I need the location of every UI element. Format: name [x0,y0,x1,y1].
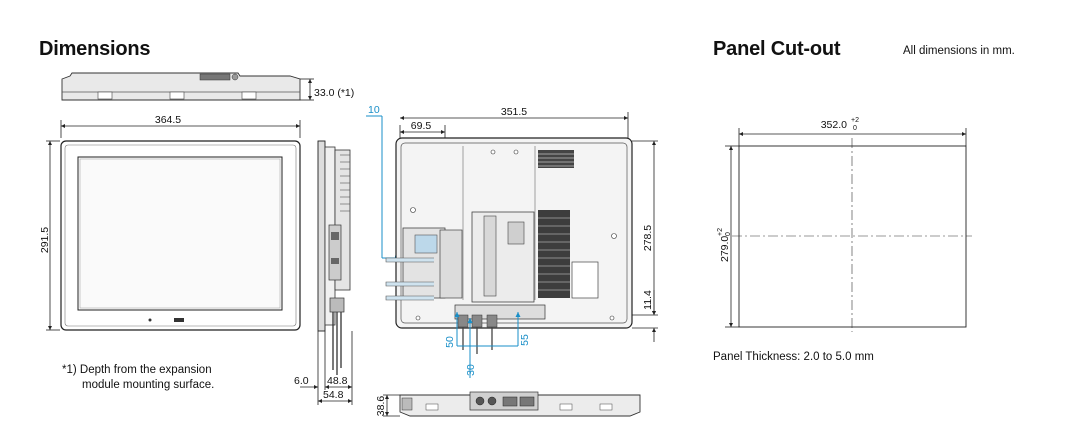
bottom-depth-label: 38.6 [375,396,387,417]
dimensions-heading: Dimensions [39,38,151,60]
rear-view [366,112,658,378]
units-note: All dimensions in mm. [903,45,1015,57]
cutout-width-tol-top: +2 [851,117,859,124]
cutout-height-tol-top: +2 [717,228,724,236]
conn-50-label: 50 [444,336,456,348]
cutout-width-tol-bottom: 0 [853,125,857,132]
rear-height-label: 278.5 [642,225,654,251]
bottom-view [383,391,641,417]
panel-thickness-note: Panel Thickness: 2.0 to 5.0 mm [713,351,874,363]
front-view [46,120,301,331]
footnote-line1: *1) Depth from the expansion [62,364,212,376]
cutout-height-label: 279.0 [719,236,731,262]
side-48-label: 48.8 [327,375,348,387]
depth-note-label: 33.0 (*1) [314,87,354,99]
cutout-height-tol-bottom: 0 [725,232,732,236]
conn-55-label: 55 [519,334,531,346]
rear-bottom-label: 11.4 [642,290,654,310]
front-height-label: 291.5 [39,227,51,253]
panel-cutout-drawing [725,128,972,332]
side-view [300,140,353,405]
conn-30-label: 30 [465,364,477,376]
rear-offset-label: 69.5 [411,120,432,132]
top-view [61,72,314,101]
footnote-line2: module mounting surface. [82,379,215,391]
side-54-label: 54.8 [323,389,344,401]
rear-blue-offset-label: 10 [368,104,380,116]
panel-cutout-heading: Panel Cut-out [713,38,841,60]
rear-width-label: 351.5 [501,106,527,118]
front-width-label: 364.5 [155,114,181,126]
side-6-label: 6.0 [294,375,309,387]
cutout-width-label: 352.0 [821,119,847,131]
